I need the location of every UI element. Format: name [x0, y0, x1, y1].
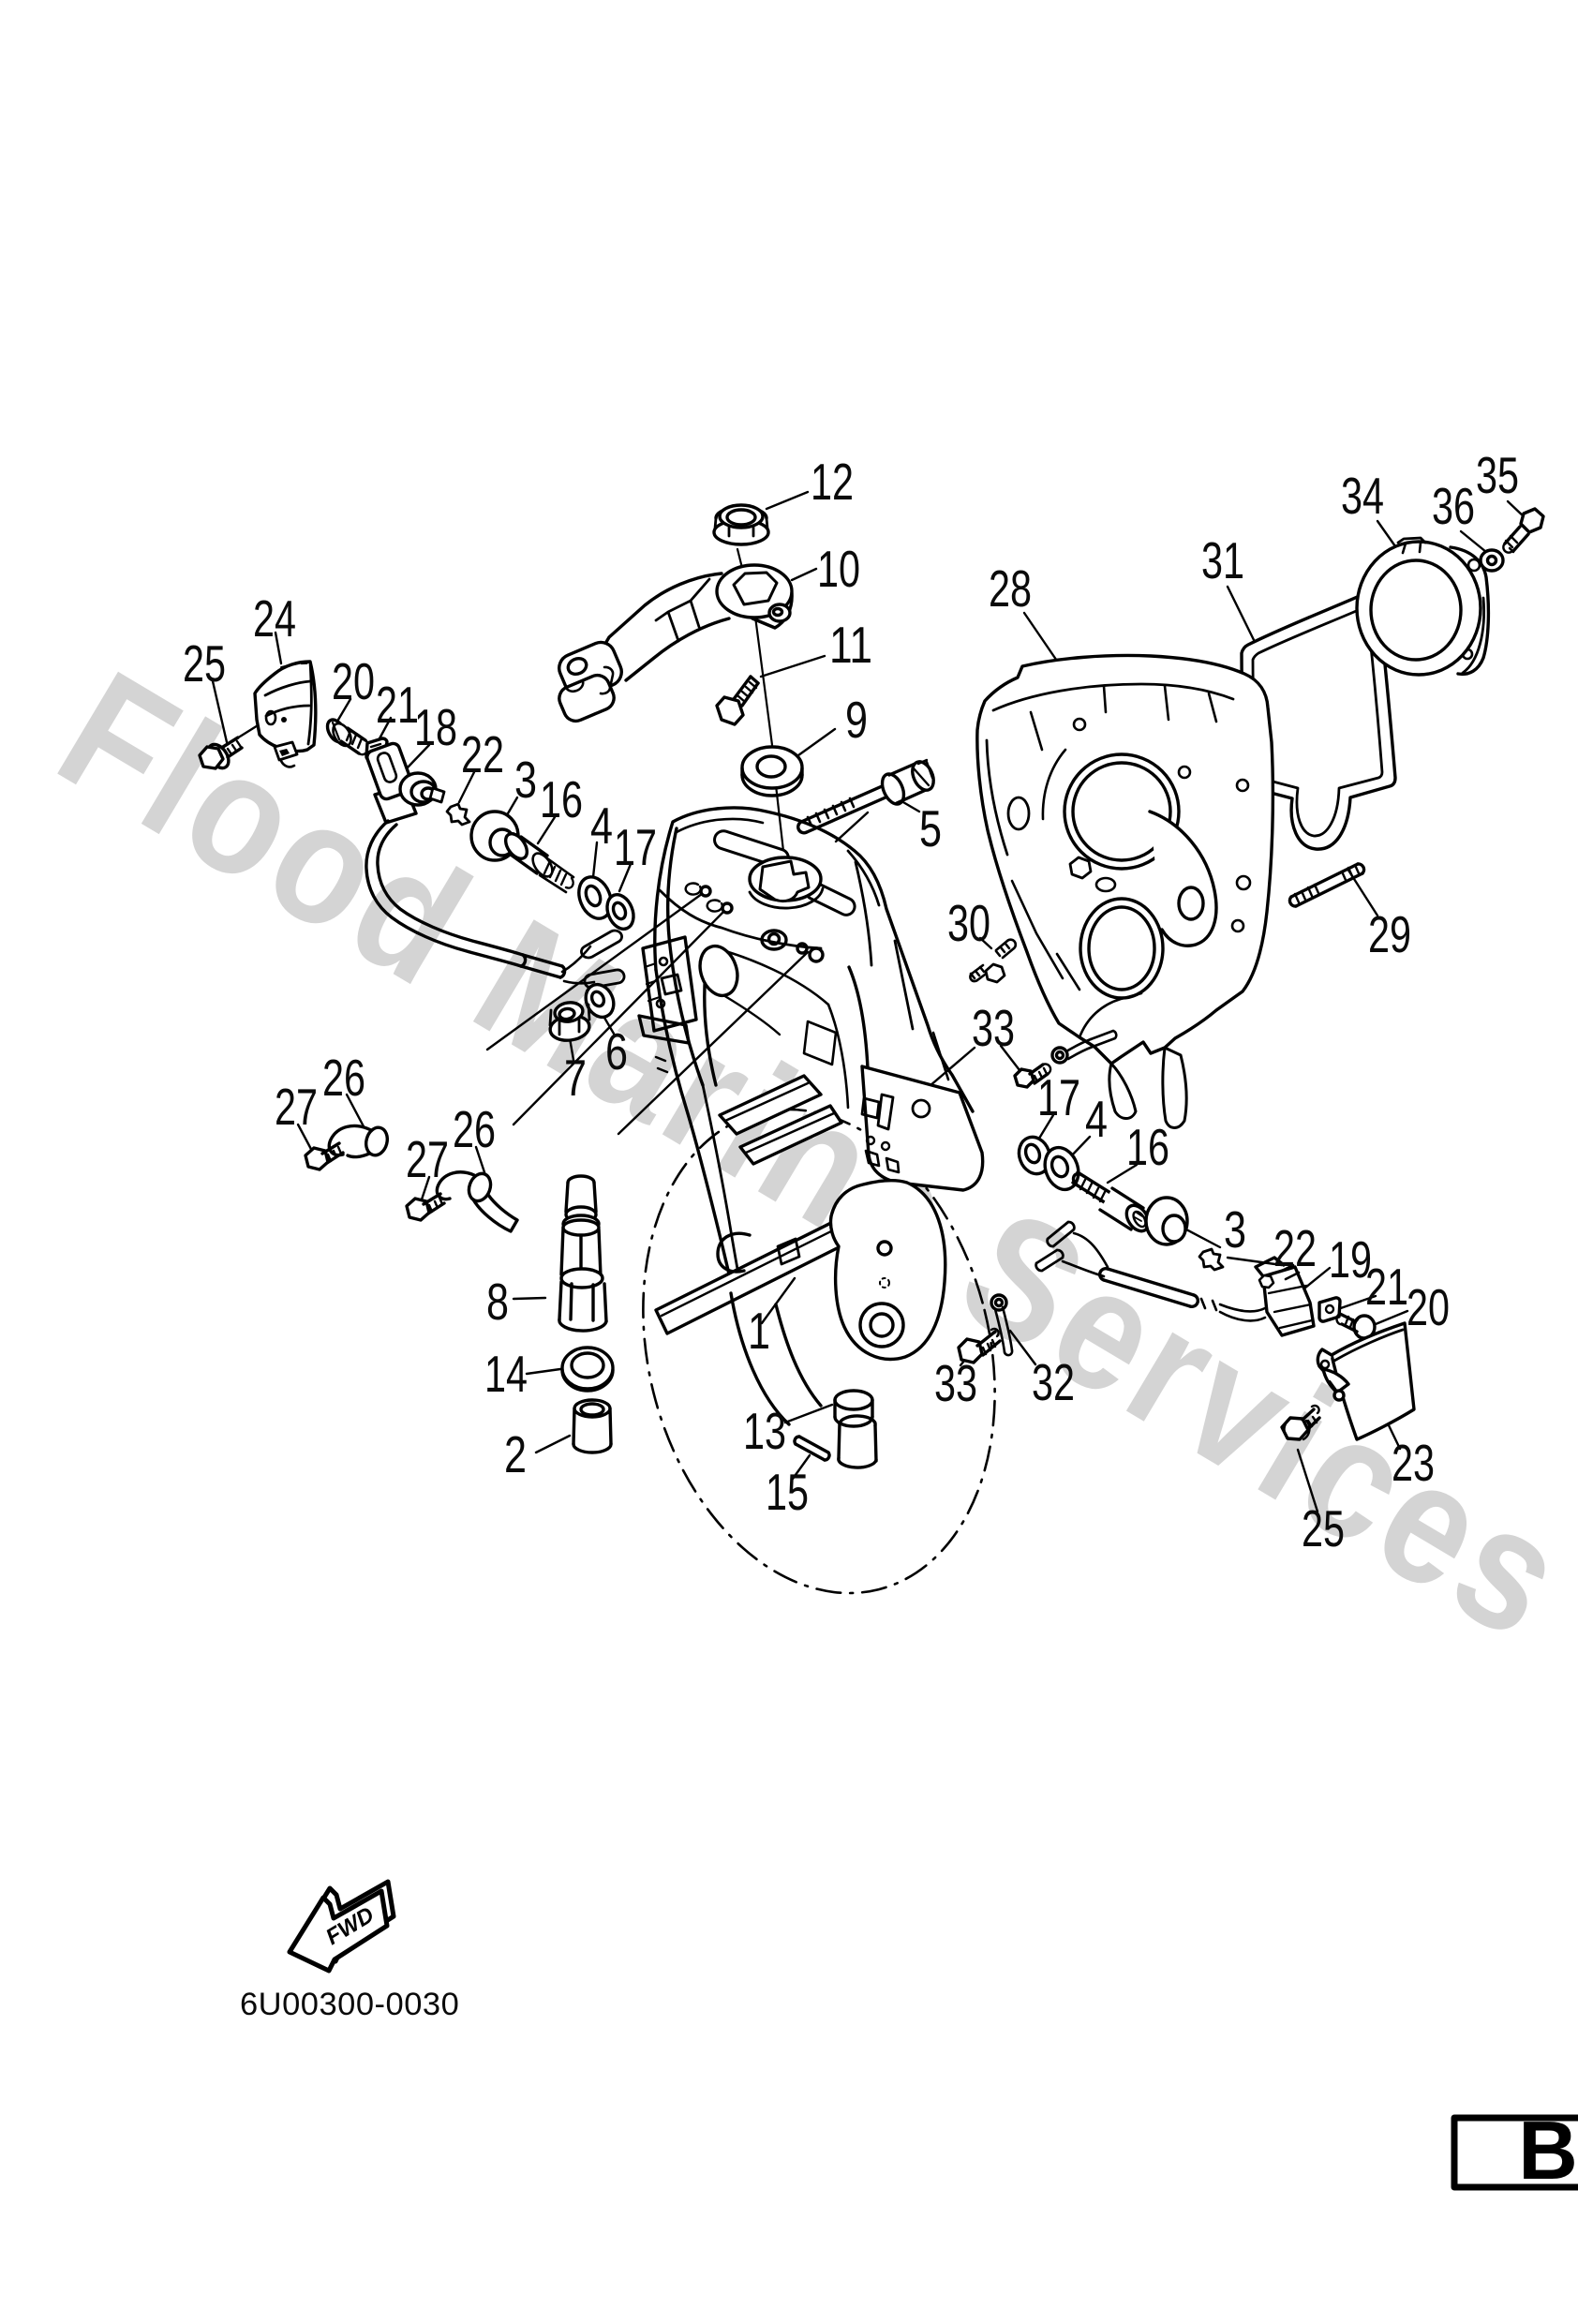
svg-text:21: 21 — [1365, 1258, 1408, 1316]
svg-text:23: 23 — [1392, 1434, 1435, 1492]
svg-text:25: 25 — [183, 634, 226, 693]
svg-text:19: 19 — [1329, 1230, 1372, 1289]
svg-text:33: 33 — [934, 1354, 977, 1412]
svg-text:5: 5 — [919, 799, 942, 857]
svg-text:16: 16 — [1126, 1118, 1169, 1176]
svg-text:33: 33 — [972, 999, 1015, 1057]
svg-text:21: 21 — [376, 676, 419, 734]
svg-text:3: 3 — [1224, 1200, 1246, 1259]
svg-text:27: 27 — [406, 1130, 449, 1188]
svg-text:36: 36 — [1432, 477, 1475, 535]
svg-text:15: 15 — [766, 1463, 809, 1521]
svg-text:31: 31 — [1201, 531, 1244, 589]
svg-text:18: 18 — [414, 698, 457, 756]
svg-text:6: 6 — [605, 1022, 628, 1080]
svg-text:26: 26 — [322, 1049, 365, 1107]
svg-text:3: 3 — [514, 751, 537, 809]
svg-text:12: 12 — [811, 453, 854, 511]
svg-text:29: 29 — [1368, 905, 1411, 963]
svg-text:16: 16 — [540, 770, 583, 828]
svg-text:26: 26 — [453, 1100, 496, 1158]
svg-text:8: 8 — [486, 1273, 509, 1331]
svg-text:20: 20 — [1407, 1278, 1450, 1336]
svg-text:7: 7 — [564, 1049, 587, 1107]
svg-text:24: 24 — [253, 589, 296, 648]
svg-text:9: 9 — [845, 691, 868, 749]
svg-text:4: 4 — [1085, 1090, 1108, 1148]
svg-text:22: 22 — [1273, 1219, 1317, 1277]
svg-text:11: 11 — [829, 616, 872, 674]
svg-text:17: 17 — [614, 818, 657, 876]
svg-text:30: 30 — [947, 894, 990, 952]
svg-text:34: 34 — [1341, 467, 1384, 525]
svg-text:10: 10 — [817, 540, 860, 598]
svg-text:27: 27 — [275, 1078, 318, 1136]
svg-text:32: 32 — [1032, 1353, 1075, 1411]
svg-text:1: 1 — [748, 1302, 770, 1360]
svg-text:20: 20 — [332, 652, 375, 710]
svg-text:14: 14 — [484, 1345, 528, 1403]
svg-text:17: 17 — [1037, 1068, 1080, 1126]
svg-text:2: 2 — [504, 1425, 527, 1483]
svg-text:28: 28 — [989, 559, 1032, 618]
svg-text:25: 25 — [1302, 1499, 1345, 1557]
svg-text:22: 22 — [461, 725, 504, 783]
svg-text:35: 35 — [1476, 446, 1519, 504]
svg-text:4: 4 — [590, 797, 613, 855]
svg-text:B: B — [1518, 2104, 1578, 2197]
svg-text:13: 13 — [743, 1402, 786, 1460]
svg-text:6U00300-0030: 6U00300-0030 — [240, 1987, 459, 2022]
